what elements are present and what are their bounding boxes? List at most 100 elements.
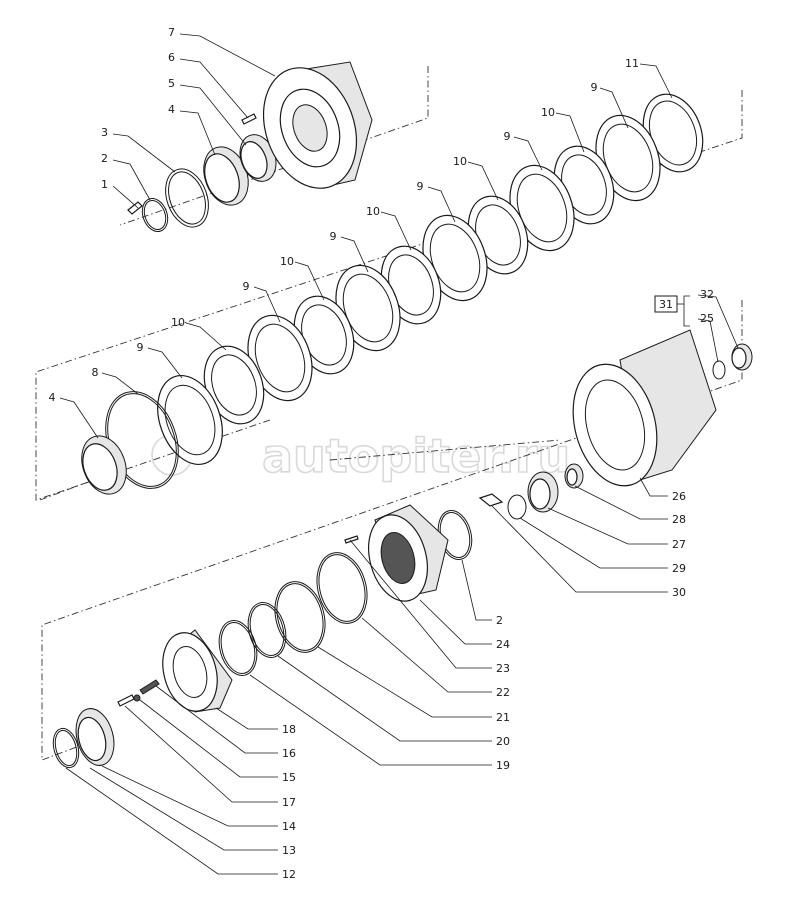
piston-part-18: [162, 629, 233, 713]
leader-line-32: [697, 294, 739, 349]
callout-number-24: 24: [496, 638, 510, 651]
leader-line-12: [65, 767, 278, 875]
leader-line-4: [59, 397, 99, 439]
callout-number-10: 10: [541, 106, 555, 119]
leader-line-23: [349, 539, 492, 669]
callout-layer: 1234567119109109109109109843225262827293…: [49, 26, 739, 881]
hub-part-7: [262, 61, 373, 189]
leader-line-10: [294, 261, 325, 301]
leader-line-8: [101, 372, 139, 395]
leader-line-29: [519, 517, 668, 569]
callout-number-25: 25: [700, 312, 714, 325]
callout-number-15: 15: [282, 771, 296, 784]
callout-number-30: 30: [672, 586, 686, 599]
leader-line-21: [317, 646, 492, 718]
leader-line-9: [340, 236, 369, 273]
ball-part-15: [133, 694, 141, 702]
leader-line-9: [147, 347, 183, 379]
callout-number-17: 17: [282, 796, 296, 809]
bushing-part-5: [239, 134, 277, 182]
leader-line-7: [179, 33, 276, 77]
callout-number-2: 2: [496, 614, 503, 627]
leader-line-25: [697, 318, 719, 363]
callout-number-28: 28: [672, 513, 686, 526]
washer-part-30: [478, 493, 504, 507]
carrier-part-24: [368, 504, 449, 602]
callout-number-14: 14: [282, 820, 296, 833]
leader-line-26: [639, 477, 668, 497]
leader-line-17: [124, 705, 278, 803]
bearing-part-4-top: [203, 146, 249, 206]
leader-line-30: [491, 505, 668, 593]
cap-part-32: [731, 343, 753, 371]
callout-number-6: 6: [168, 51, 175, 64]
leader-line-15: [139, 699, 278, 778]
callout-number-19: 19: [496, 759, 510, 772]
plate-part-9-f: [157, 374, 223, 466]
leader-line-14: [101, 765, 278, 827]
leader-line-2: [112, 159, 151, 201]
callout-number-18: 18: [282, 723, 296, 736]
callout-number-9: 9: [137, 341, 144, 354]
callout-number-4: 4: [49, 391, 56, 404]
leader-line-10: [467, 161, 499, 201]
callout-number-5: 5: [168, 77, 175, 90]
callout-number-3: 3: [101, 126, 108, 139]
callout-number-27: 27: [672, 538, 686, 551]
gear-part-27: [527, 471, 559, 513]
leader-line-2: [461, 559, 492, 621]
spring-part-16: [139, 679, 160, 695]
leader-line-10: [185, 322, 227, 351]
snap-ring-part-1: [127, 201, 143, 215]
callout-number-22: 22: [496, 686, 510, 699]
callout-number-29: 29: [672, 562, 686, 575]
kit-group-31: 31: [654, 295, 690, 327]
leader-line-20: [277, 655, 492, 742]
seal-part-22: [316, 552, 368, 624]
callout-number-23: 23: [496, 662, 510, 675]
seal-part-19: [218, 620, 258, 676]
kit-group-label: 31: [659, 298, 673, 311]
seal-part-21: [274, 581, 326, 653]
callout-number-9: 9: [243, 280, 250, 293]
leader-line-10: [380, 211, 412, 251]
callout-number-9: 9: [591, 81, 598, 94]
callout-number-26: 26: [672, 490, 686, 503]
leader-line-27: [547, 507, 668, 545]
ring-part-29: [507, 494, 527, 520]
housing-part-26: [572, 329, 717, 487]
callout-number-10: 10: [366, 205, 380, 218]
leader-line-1: [112, 185, 139, 209]
callout-number-9: 9: [417, 180, 424, 193]
leader-line-3: [112, 133, 176, 173]
watermark: autopiter.ru: [151, 428, 571, 484]
leader-line-24: [419, 599, 492, 645]
callout-number-9: 9: [504, 130, 511, 143]
plate-part-9-e: [247, 314, 313, 402]
callout-number-12: 12: [282, 868, 296, 881]
callout-number-16: 16: [282, 747, 296, 760]
plug-part-17: [117, 694, 135, 707]
callout-number-2: 2: [101, 152, 108, 165]
screw-part-6: [241, 113, 257, 125]
callout-number-21: 21: [496, 711, 510, 724]
leader-line-5: [179, 84, 247, 146]
callout-number-32: 32: [700, 288, 714, 301]
leader-line-4: [179, 110, 216, 156]
leader-line-9: [253, 286, 281, 323]
callout-number-10: 10: [171, 316, 185, 329]
watermark-text: autopiter.ru: [262, 429, 570, 483]
leader-line-18: [215, 707, 278, 730]
leader-line-19: [249, 674, 492, 766]
callout-number-10: 10: [453, 155, 467, 168]
ring-part-3: [165, 168, 209, 228]
callout-number-8: 8: [92, 366, 99, 379]
callout-number-13: 13: [282, 844, 296, 857]
bearing-part-28: [564, 463, 584, 489]
leader-line-11: [639, 63, 673, 99]
callout-number-7: 7: [168, 26, 175, 39]
callout-number-4: 4: [168, 103, 175, 116]
callout-number-11: 11: [625, 57, 639, 70]
leader-line-13: [89, 767, 278, 851]
